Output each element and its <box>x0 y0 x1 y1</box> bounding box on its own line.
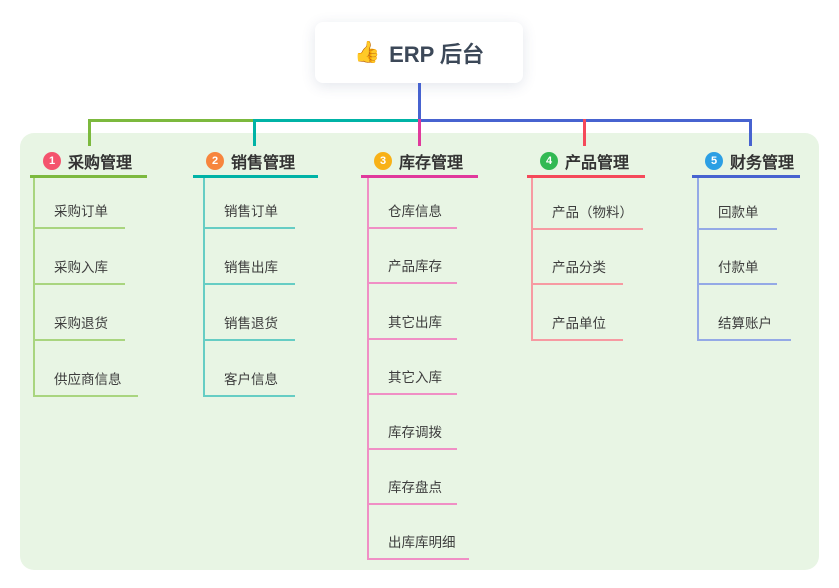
node-label: 销售出库 <box>224 260 278 275</box>
branch-heading-product[interactable]: 4 产品管理 <box>527 147 645 178</box>
badge-4-icon: 4 <box>540 152 558 170</box>
branch-heading-purchase[interactable]: 1 采购管理 <box>30 147 147 178</box>
node-label: 其它入库 <box>388 370 442 385</box>
connector-drop-inventory <box>418 119 421 146</box>
badge-2-icon: 2 <box>206 152 224 170</box>
node-warehouse-info[interactable]: 仓库信息 <box>367 199 457 229</box>
badge-1-icon: 1 <box>43 152 61 170</box>
node-label: 采购入库 <box>54 260 108 275</box>
connector-children-finance <box>697 178 699 341</box>
node-sales-order[interactable]: 销售订单 <box>203 199 295 229</box>
node-other-inbound[interactable]: 其它入库 <box>367 365 457 395</box>
branch-heading-inventory[interactable]: 3 库存管理 <box>361 147 478 178</box>
branch-label: 销售管理 <box>231 155 296 172</box>
connector-children-sales <box>203 178 205 397</box>
connector-drop-purchase <box>88 119 91 146</box>
node-purchase-order[interactable]: 采购订单 <box>33 199 125 229</box>
thumbs-up-icon: 👍 <box>353 40 381 64</box>
node-label: 出库库明细 <box>388 535 456 550</box>
node-purchase-inbound[interactable]: 采购入库 <box>33 255 125 285</box>
node-outbound-details[interactable]: 出库库明细 <box>367 530 469 560</box>
node-label: 产品库存 <box>388 259 442 274</box>
connector-children-inventory <box>367 178 369 560</box>
root-node-erp[interactable]: 👍 ERP 后台 <box>315 22 523 83</box>
node-label: 产品（物料） <box>552 205 633 220</box>
node-stock-transfer[interactable]: 库存调拨 <box>367 420 457 450</box>
branch-label: 采购管理 <box>68 155 133 172</box>
node-label: 结算账户 <box>718 316 772 331</box>
node-settlement-account[interactable]: 结算账户 <box>697 311 791 341</box>
branches-canvas <box>20 133 819 570</box>
badge-5-icon: 5 <box>705 152 723 170</box>
node-label: 仓库信息 <box>388 204 442 219</box>
branch-heading-finance[interactable]: 5 财务管理 <box>692 147 800 178</box>
node-payment-bill[interactable]: 付款单 <box>697 255 777 285</box>
node-label: 销售退货 <box>224 316 278 331</box>
node-receipt-bill[interactable]: 回款单 <box>697 200 777 230</box>
node-label: 回款单 <box>718 205 759 220</box>
badge-3-icon: 3 <box>374 152 392 170</box>
connector-bus-purchase <box>88 119 256 122</box>
node-other-outbound[interactable]: 其它出库 <box>367 310 457 340</box>
connector-drop-finance <box>749 119 752 146</box>
node-product-unit[interactable]: 产品单位 <box>531 311 623 341</box>
node-product-material[interactable]: 产品（物料） <box>531 200 643 230</box>
branch-label: 产品管理 <box>565 155 630 172</box>
connector-bus-sales <box>254 119 420 122</box>
node-customer-info[interactable]: 客户信息 <box>203 367 295 397</box>
node-stock-taking[interactable]: 库存盘点 <box>367 475 457 505</box>
connector-children-purchase <box>33 178 35 397</box>
node-label: 采购退货 <box>54 316 108 331</box>
node-supplier-info[interactable]: 供应商信息 <box>33 367 138 397</box>
node-label: 销售订单 <box>224 204 278 219</box>
root-node-label: ERP 后台 <box>389 41 485 67</box>
node-label: 付款单 <box>718 260 759 275</box>
connector-children-product <box>531 178 533 341</box>
node-label: 采购订单 <box>54 204 108 219</box>
connector-drop-product <box>583 119 586 146</box>
branch-label: 库存管理 <box>399 155 464 172</box>
branch-heading-sales[interactable]: 2 销售管理 <box>193 147 318 178</box>
node-label: 产品单位 <box>552 316 606 331</box>
connector-trunk <box>418 83 421 120</box>
node-sales-outbound[interactable]: 销售出库 <box>203 255 295 285</box>
node-purchase-return[interactable]: 采购退货 <box>33 311 125 341</box>
node-product-stock[interactable]: 产品库存 <box>367 254 457 284</box>
node-label: 其它出库 <box>388 315 442 330</box>
node-product-category[interactable]: 产品分类 <box>531 255 623 285</box>
node-label: 库存盘点 <box>388 480 442 495</box>
node-label: 供应商信息 <box>54 372 122 387</box>
branch-label: 财务管理 <box>730 155 795 172</box>
node-sales-return[interactable]: 销售退货 <box>203 311 295 341</box>
node-label: 客户信息 <box>224 372 278 387</box>
node-label: 产品分类 <box>552 260 606 275</box>
node-label: 库存调拨 <box>388 425 442 440</box>
connector-drop-sales <box>253 119 256 146</box>
